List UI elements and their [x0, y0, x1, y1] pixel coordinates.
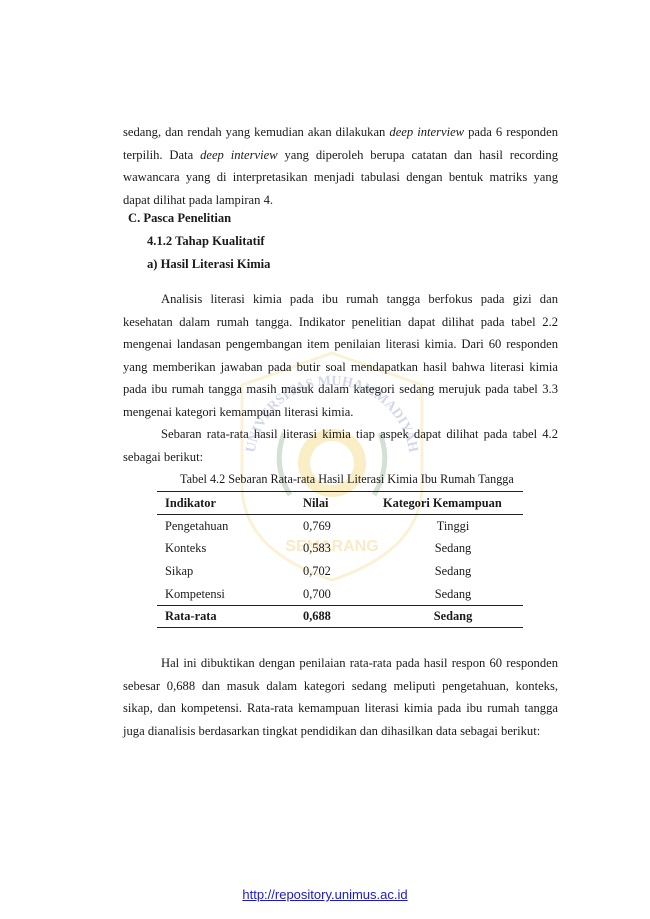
cell-nilai: 0,702	[303, 563, 331, 578]
table-caption: Tabel 4.2 Sebaran Rata-rata Hasil Litera…	[180, 472, 514, 486]
para1-emphasis-a: deep interview	[389, 125, 465, 139]
average-category: Sedang	[383, 605, 523, 629]
header-indikator: Indikator	[157, 491, 303, 515]
table-header-row: Indikator Nilai Kategori Kemampuan	[157, 491, 523, 515]
cell-nilai: 0,583	[303, 541, 331, 556]
table-row: Kompetensi 0,700 Sedang	[157, 583, 523, 606]
table-average-row: Rata-rata 0,688 Sedang	[157, 605, 523, 629]
paragraph-2: Analisis literasi kimia pada ibu rumah t…	[123, 292, 558, 419]
section-heading-c: C. Pasca Penelitian	[128, 211, 232, 225]
para1-emphasis-b: deep interview	[200, 147, 278, 162]
table-row: Pengetahuan 0,769 Tinggi	[157, 515, 523, 538]
cell-nilai: 0,700	[303, 586, 331, 601]
cell-indikator: Pengetahuan	[165, 518, 229, 533]
para1-text-b: pada 6 responden terpilih. Data	[123, 125, 558, 162]
para1-text-a: sedang, dan rendah yang kemudian akan di…	[123, 125, 390, 139]
repository-link[interactable]: http://repository.unimus.ac.id	[242, 887, 408, 902]
average-value: 0,688	[303, 605, 383, 629]
paragraph-4: Hal ini dibuktikan dengan penilaian rata…	[123, 656, 558, 738]
cell-nilai: 0,769	[303, 518, 331, 533]
footer: http://repository.unimus.ac.id	[0, 887, 650, 902]
cell-kategori: Sedang	[434, 563, 472, 578]
cell-kategori: Sedang	[434, 541, 472, 556]
cell-indikator: Konteks	[165, 541, 207, 556]
para1-text-c: yang diperoleh berupa catatan dan hasil …	[123, 147, 559, 207]
sub-subsection-heading: a) Hasil Literasi Kimia	[147, 257, 271, 271]
cell-indikator: Kompetensi	[165, 586, 225, 601]
header-kategori: Kategori Kemampuan	[383, 491, 523, 515]
cell-kategori: Tinggi	[436, 518, 470, 533]
average-label: Rata-rata	[157, 605, 303, 629]
cell-kategori: Sedang	[434, 586, 472, 601]
header-nilai: Nilai	[303, 491, 383, 515]
cell-indikator: Sikap	[165, 563, 194, 578]
table-row: Konteks 0,583 Sedang	[157, 538, 523, 561]
subsection-heading: 4.1.2 Tahap Kualitatif	[147, 234, 265, 248]
paragraph-1: sedang, dan rendah yang kemudian akan di…	[123, 121, 558, 211]
results-table: Indikator Nilai Kategori Kemampuan Penge…	[157, 491, 523, 629]
paragraph-3: Sebaran rata-rata hasil literasi kimia t…	[123, 427, 558, 464]
table-row: Sikap 0,702 Sedang	[157, 560, 523, 583]
